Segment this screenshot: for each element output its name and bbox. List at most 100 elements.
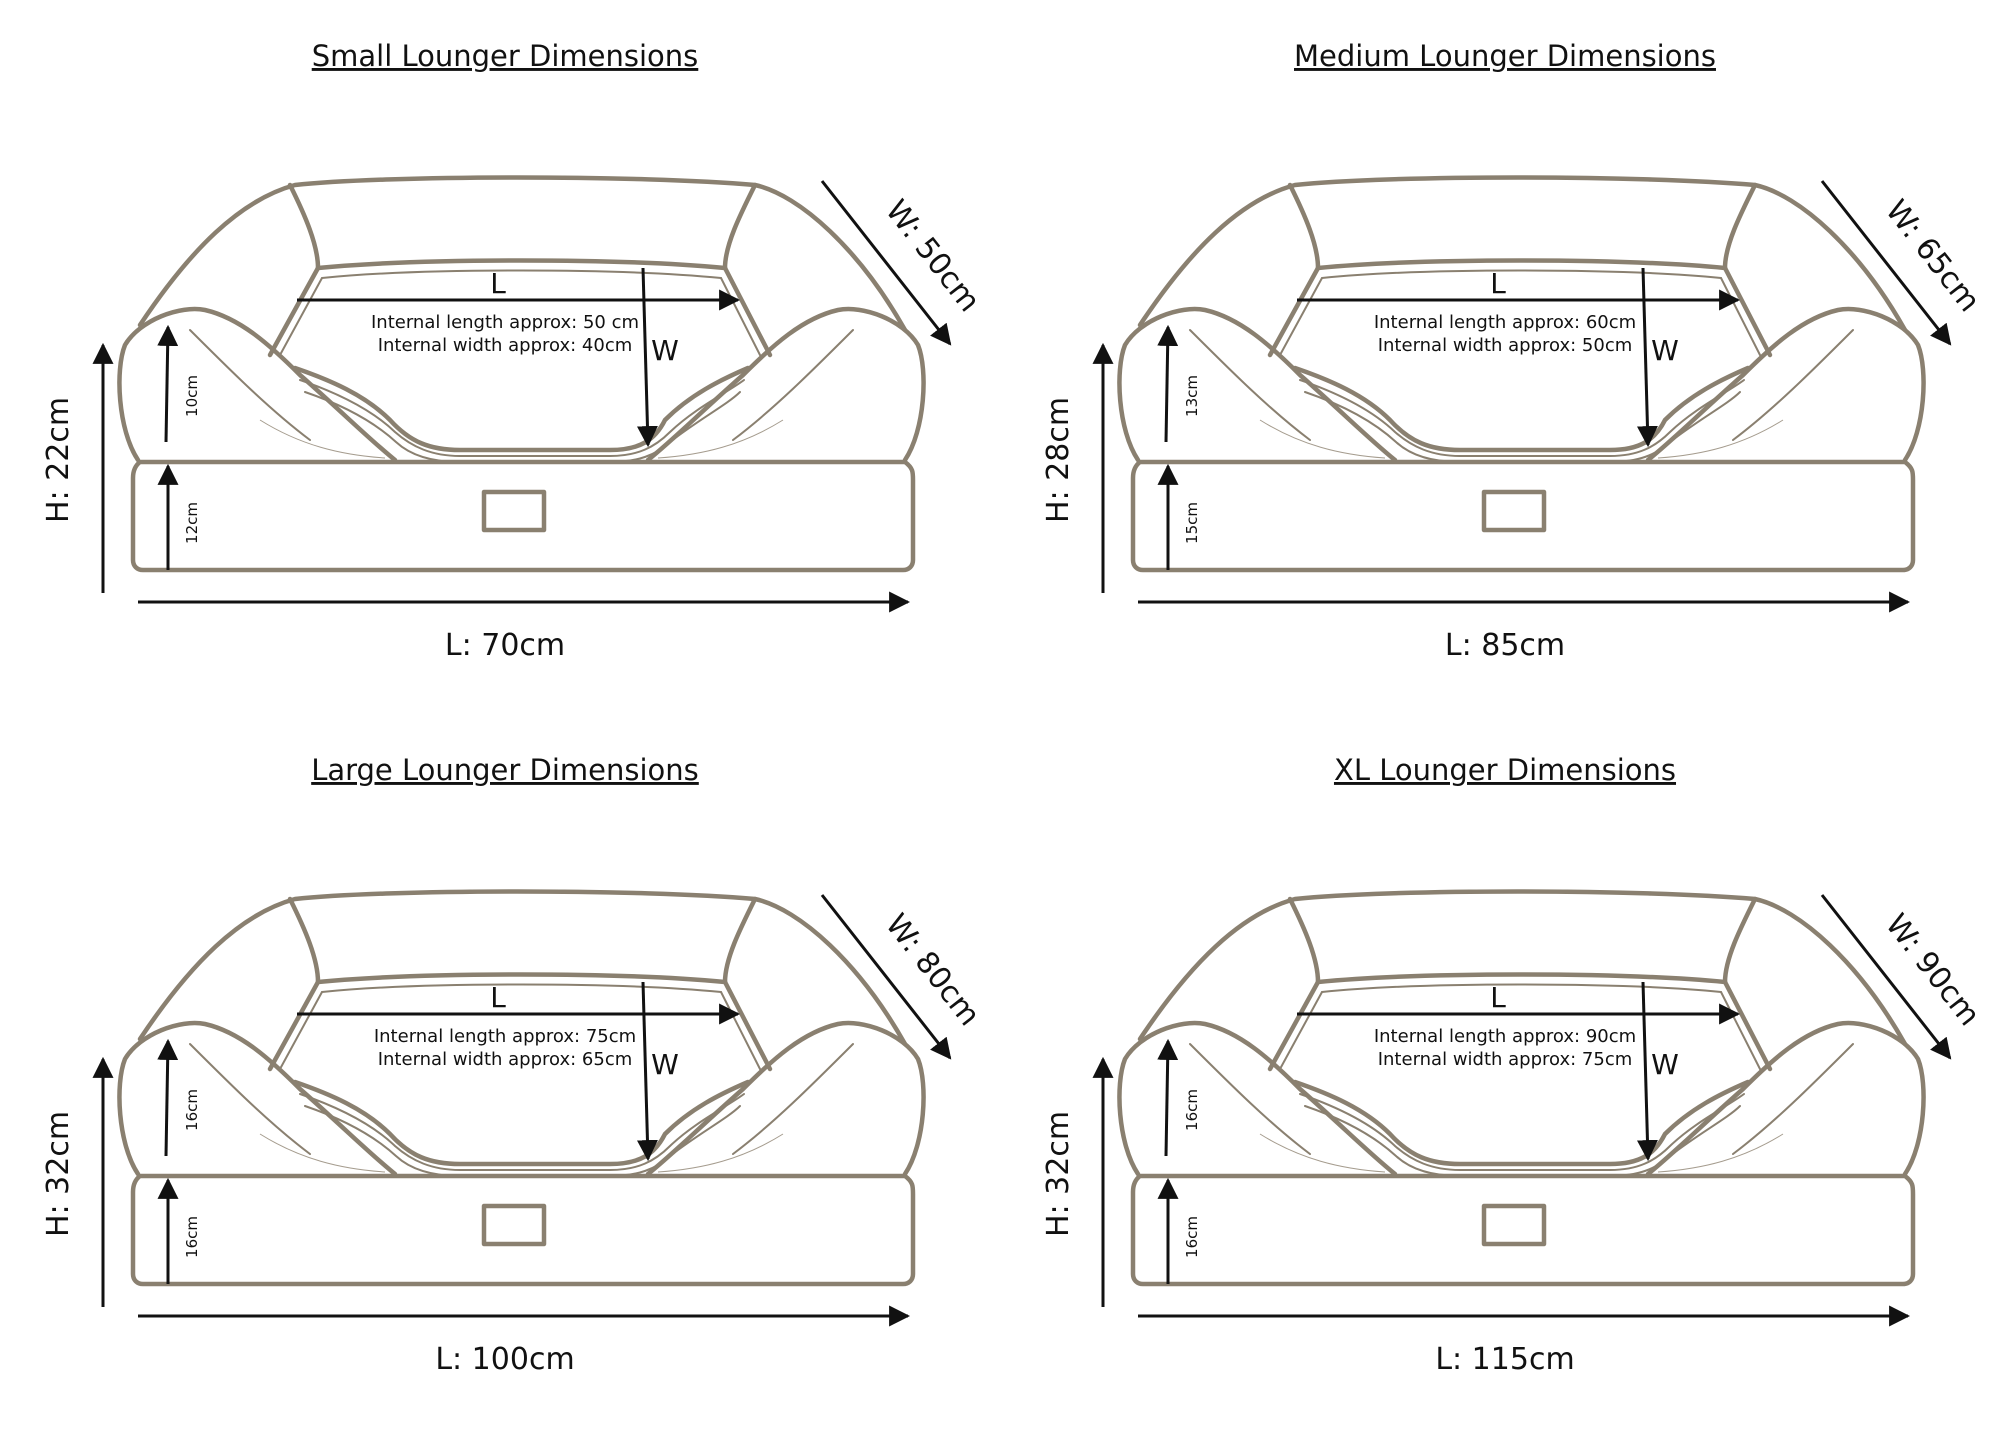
- height-label: H: 32cm: [41, 1111, 76, 1237]
- left-arm-bolster-hairline: [259, 419, 386, 459]
- back-bolster-left-seam: [1287, 896, 1321, 985]
- inner-side-left: [267, 979, 321, 1072]
- width-arrow: [820, 180, 952, 346]
- internal-width-text: Internal width approx: 40cm: [378, 335, 633, 356]
- back-bolster-left-seam: [287, 896, 321, 985]
- lounger-bed-illustration: [1117, 889, 1926, 1287]
- left-arm-bolster: [117, 1020, 398, 1177]
- dimension-panel-4: XL Lounger Dimensions: [1000, 714, 2000, 1428]
- inner-side-right-2: [1720, 277, 1761, 356]
- bolster-height-label: 10cm: [183, 375, 201, 417]
- seat-cushion-inner-1: [299, 379, 745, 457]
- internal-length-marker: L: [1490, 981, 1506, 1014]
- right-arm-bolster: [645, 306, 926, 463]
- inner-side-right: [722, 979, 773, 1072]
- panel-title: Medium Lounger Dimensions: [1294, 39, 1716, 73]
- lounger-bed-illustration: [117, 889, 926, 1287]
- seat-cushion-inner-1: [1299, 1093, 1745, 1171]
- base-height-label: 12cm: [183, 502, 201, 544]
- height-label: H: 22cm: [41, 397, 76, 523]
- right-arm-bolster-hairline: [1657, 1133, 1784, 1173]
- left-arm-bolster: [1117, 1020, 1398, 1177]
- back-inner-edge: [1315, 258, 1728, 271]
- panel-title: Large Lounger Dimensions: [311, 753, 699, 787]
- lounger-bed-illustration: [1117, 175, 1926, 573]
- internal-width-arrow: [1636, 267, 1658, 448]
- inner-side-left: [1267, 979, 1321, 1072]
- back-bolster-right-seam: [722, 896, 758, 985]
- dimension-panel-2: Medium Lounger Dimensions: [1000, 0, 2000, 714]
- back-inner-edge-2: [1321, 269, 1722, 279]
- internal-width-marker: W: [651, 1048, 679, 1081]
- internal-length-text: Internal length approx: 60cm: [1374, 312, 1636, 333]
- bolster-height-arrow: [1157, 324, 1179, 443]
- back-inner-edge-2: [1321, 983, 1722, 993]
- seat-cushion: [292, 1079, 751, 1167]
- left-arm-bolster-crease: [189, 329, 311, 441]
- inner-side-left-2: [1279, 991, 1323, 1070]
- width-label: W: 80cm: [878, 908, 987, 1033]
- mattress-base: [1130, 1173, 1916, 1287]
- right-arm-bolster-crease: [1732, 329, 1854, 441]
- left-arm-bolster-hairline: [1259, 419, 1386, 459]
- panel-title: XL Lounger Dimensions: [1334, 753, 1676, 787]
- left-arm-bolster-crease: [189, 1043, 311, 1155]
- bolster-height-label: 16cm: [1183, 1089, 1201, 1131]
- back-bolster-left-seam: [1287, 182, 1321, 271]
- internal-width-text: Internal width approx: 65cm: [378, 1049, 633, 1070]
- internal-width-arrow: [1636, 981, 1658, 1162]
- internal-length-marker: L: [490, 981, 506, 1014]
- panel-title: Small Lounger Dimensions: [312, 39, 699, 73]
- mattress-base: [130, 459, 916, 573]
- lounger-bed-illustration: [117, 175, 926, 573]
- base-label-tag: [1481, 1203, 1547, 1247]
- lounger-diagram: Large Lounger Dimensions: [41, 753, 987, 1377]
- seat-cushion-inner-1: [299, 1093, 745, 1171]
- inner-side-left-2: [279, 991, 323, 1070]
- right-arm-bolster: [1645, 306, 1926, 463]
- internal-width-marker: W: [651, 334, 679, 367]
- back-inner-edge-2: [321, 983, 722, 993]
- internal-width-text: Internal width approx: 50cm: [1378, 335, 1633, 356]
- seat-cushion: [1292, 365, 1751, 453]
- internal-length-text: Internal length approx: 50 cm: [371, 312, 639, 333]
- length-label: L: 85cm: [1445, 628, 1565, 663]
- internal-width-marker: W: [1651, 334, 1679, 367]
- width-label: W: 50cm: [878, 194, 987, 319]
- inner-side-left-2: [279, 277, 323, 356]
- width-arrow: [1820, 180, 1952, 346]
- base-height-label: 16cm: [1183, 1216, 1201, 1258]
- right-arm-bolster-crease: [1732, 1043, 1854, 1155]
- width-label: W: 90cm: [1878, 908, 1987, 1033]
- bolster-height-arrow: [157, 1038, 179, 1157]
- back-inner-edge: [315, 258, 728, 271]
- bolster-height-label: 13cm: [1183, 375, 1201, 417]
- mattress-base: [1130, 459, 1916, 573]
- length-label: L: 115cm: [1435, 1342, 1574, 1377]
- bolster-height-arrow: [1157, 1038, 1179, 1157]
- internal-width-text: Internal width approx: 75cm: [1378, 1049, 1633, 1070]
- inner-side-left: [267, 265, 321, 358]
- base-label-tag: [481, 489, 547, 533]
- internal-width-marker: W: [1651, 1048, 1679, 1081]
- width-arrow: [1820, 894, 1952, 1060]
- base-label-tag: [1481, 489, 1547, 533]
- inner-side-right-2: [720, 277, 761, 356]
- inner-side-left-2: [1279, 277, 1323, 356]
- back-inner-edge: [1315, 972, 1728, 985]
- bolster-height-label: 16cm: [183, 1089, 201, 1131]
- right-arm-bolster: [1645, 1020, 1926, 1177]
- back-bolster-left-seam: [287, 182, 321, 271]
- base-height-label: 15cm: [1183, 502, 1201, 544]
- right-arm-bolster-hairline: [657, 1133, 784, 1173]
- lounger-diagram: Medium Lounger Dimensions: [1041, 39, 1987, 663]
- back-inner-edge-2: [321, 269, 722, 279]
- seat-cushion: [1292, 1079, 1751, 1167]
- back-bolster: [137, 175, 908, 333]
- inner-side-right: [722, 265, 773, 358]
- left-arm-bolster: [117, 306, 398, 463]
- internal-length-text: Internal length approx: 90cm: [1374, 1026, 1636, 1047]
- internal-length-marker: L: [1490, 267, 1506, 300]
- dimension-panel-1: Small Lounger Dimensions: [0, 0, 1000, 714]
- width-arrow: [820, 894, 952, 1060]
